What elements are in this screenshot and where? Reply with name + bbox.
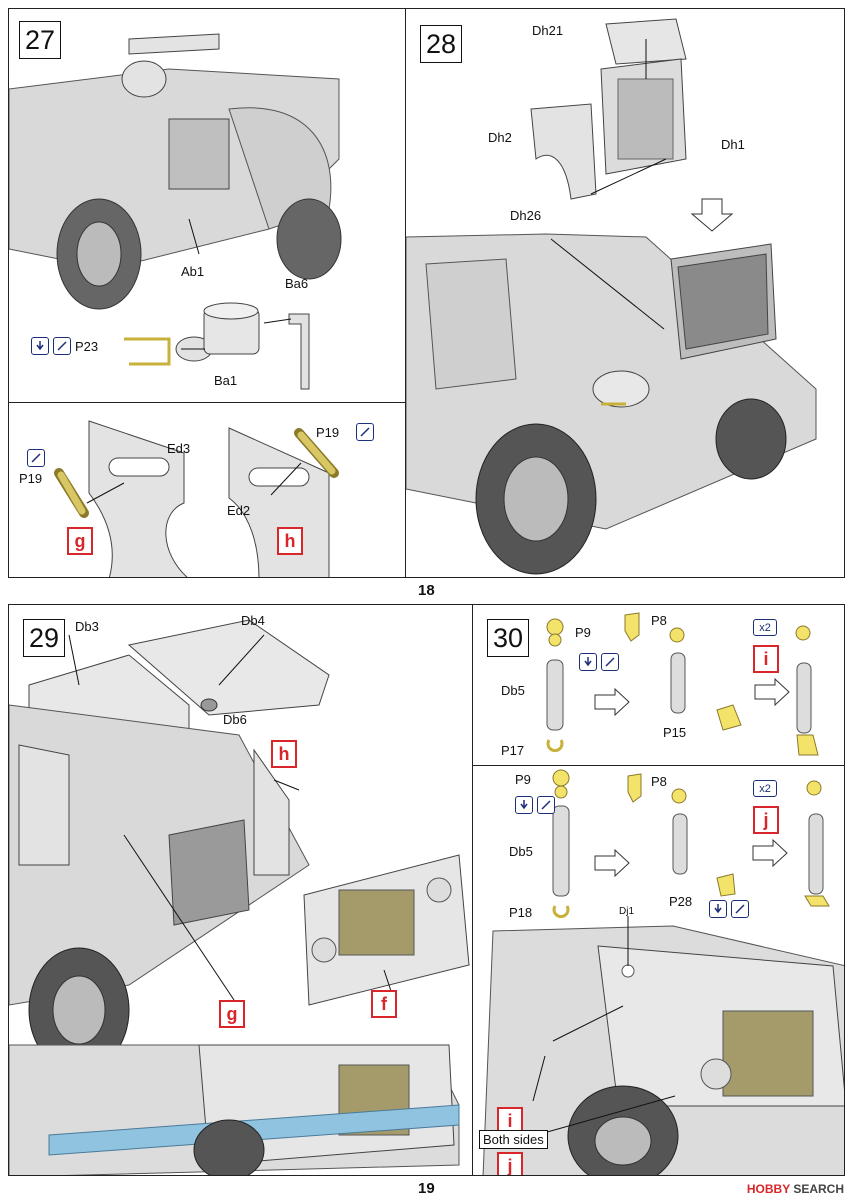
remove-from-sprue-icon [31, 337, 49, 355]
part-label-db3: Db3 [75, 619, 99, 634]
part-label-dh21: Dh21 [532, 23, 564, 38]
step-27-illustration [9, 33, 342, 390]
step-number: 30 [487, 619, 529, 657]
part-label-ed2: Ed2 [227, 503, 251, 518]
spring-assembly-row2 [482, 769, 844, 1175]
bend-icon [27, 449, 45, 467]
part-label-db6: Db6 [223, 712, 247, 727]
bend-icon [731, 900, 749, 918]
part-label-p28: P28 [669, 894, 693, 909]
page-number-19: 19 [418, 1180, 435, 1197]
watermark-site: SEARCH [793, 1182, 844, 1196]
part-label-dh1: Dh1 [721, 137, 745, 152]
mark-g: g [219, 1000, 245, 1028]
step-30-panel-row1: 30 P9 P8 Db5 P17 P15 x2 i [472, 604, 845, 766]
bend-icon [537, 796, 555, 814]
part-label-p17: P17 [501, 743, 525, 758]
part-label-p19-right: P19 [316, 425, 340, 440]
part-label-ba6: Ba6 [285, 276, 309, 291]
step-28-panel: 28 Dh21 Dh2 Dh1 Dh26 [405, 8, 845, 578]
mark-j-lower: j [497, 1152, 523, 1175]
part-label-ba1: Ba1 [214, 373, 238, 388]
part-label-p8: P8 [651, 613, 667, 628]
part-label-dh2: Dh2 [488, 130, 512, 145]
bend-icon [601, 653, 619, 671]
mark-f: f [371, 990, 397, 1018]
mark-g: g [67, 527, 93, 555]
step-28-illustration [406, 18, 817, 575]
spring-assembly-row1 [546, 612, 819, 756]
sub-assembly-panel: Ed3 P19 Ed2 P19 g h [8, 402, 406, 578]
part-label-db5: Db5 [509, 844, 533, 859]
step-number: 29 [23, 619, 65, 657]
part-label-dh26: Dh26 [510, 208, 542, 223]
hobby-search-watermark: HOBBY SEARCH [747, 1182, 844, 1196]
sub-assembly-illustration [54, 420, 339, 577]
page-number-18: 18 [418, 582, 435, 599]
watermark-brand: HOBBY [746, 1182, 790, 1196]
mark-h: h [271, 740, 297, 768]
bend-icon [53, 337, 71, 355]
bend-icon [356, 423, 374, 441]
part-label-db4: Db4 [241, 613, 265, 628]
step-29-panel: 29 Db3 Db4 Db6 h f g [8, 604, 473, 1176]
quantity-x2: x2 [753, 619, 777, 636]
part-label-p9: P9 [515, 772, 531, 787]
step-29-illustration [9, 619, 470, 1175]
part-label-p9: P9 [575, 625, 591, 640]
remove-from-sprue-icon [709, 900, 727, 918]
part-label-db5: Db5 [501, 683, 525, 698]
mark-h: h [277, 527, 303, 555]
step-number: 27 [19, 21, 61, 59]
step-30-panel-row2: P9 P8 Db5 P18 P28 Dj1 x2 j i Both sides … [472, 765, 845, 1176]
both-sides-note: Both sides [479, 1130, 548, 1149]
part-label-p8: P8 [651, 774, 667, 789]
part-label-dj1: Dj1 [619, 906, 635, 917]
part-label-p19-left: P19 [19, 471, 43, 486]
remove-from-sprue-icon [515, 796, 533, 814]
mark-i: i [753, 645, 779, 673]
part-label-p18: P18 [509, 905, 533, 920]
part-label-p23: P23 [75, 339, 99, 354]
step-27-panel: 27 Ab1 Ba6 P23 Ba1 [8, 8, 406, 403]
step-number: 28 [420, 25, 462, 63]
remove-from-sprue-icon [579, 653, 597, 671]
part-label-p15: P15 [663, 725, 687, 740]
mark-j: j [753, 806, 779, 834]
part-label-ed3: Ed3 [167, 441, 191, 456]
part-label-ab1: Ab1 [181, 264, 205, 279]
quantity-x2: x2 [753, 780, 777, 797]
